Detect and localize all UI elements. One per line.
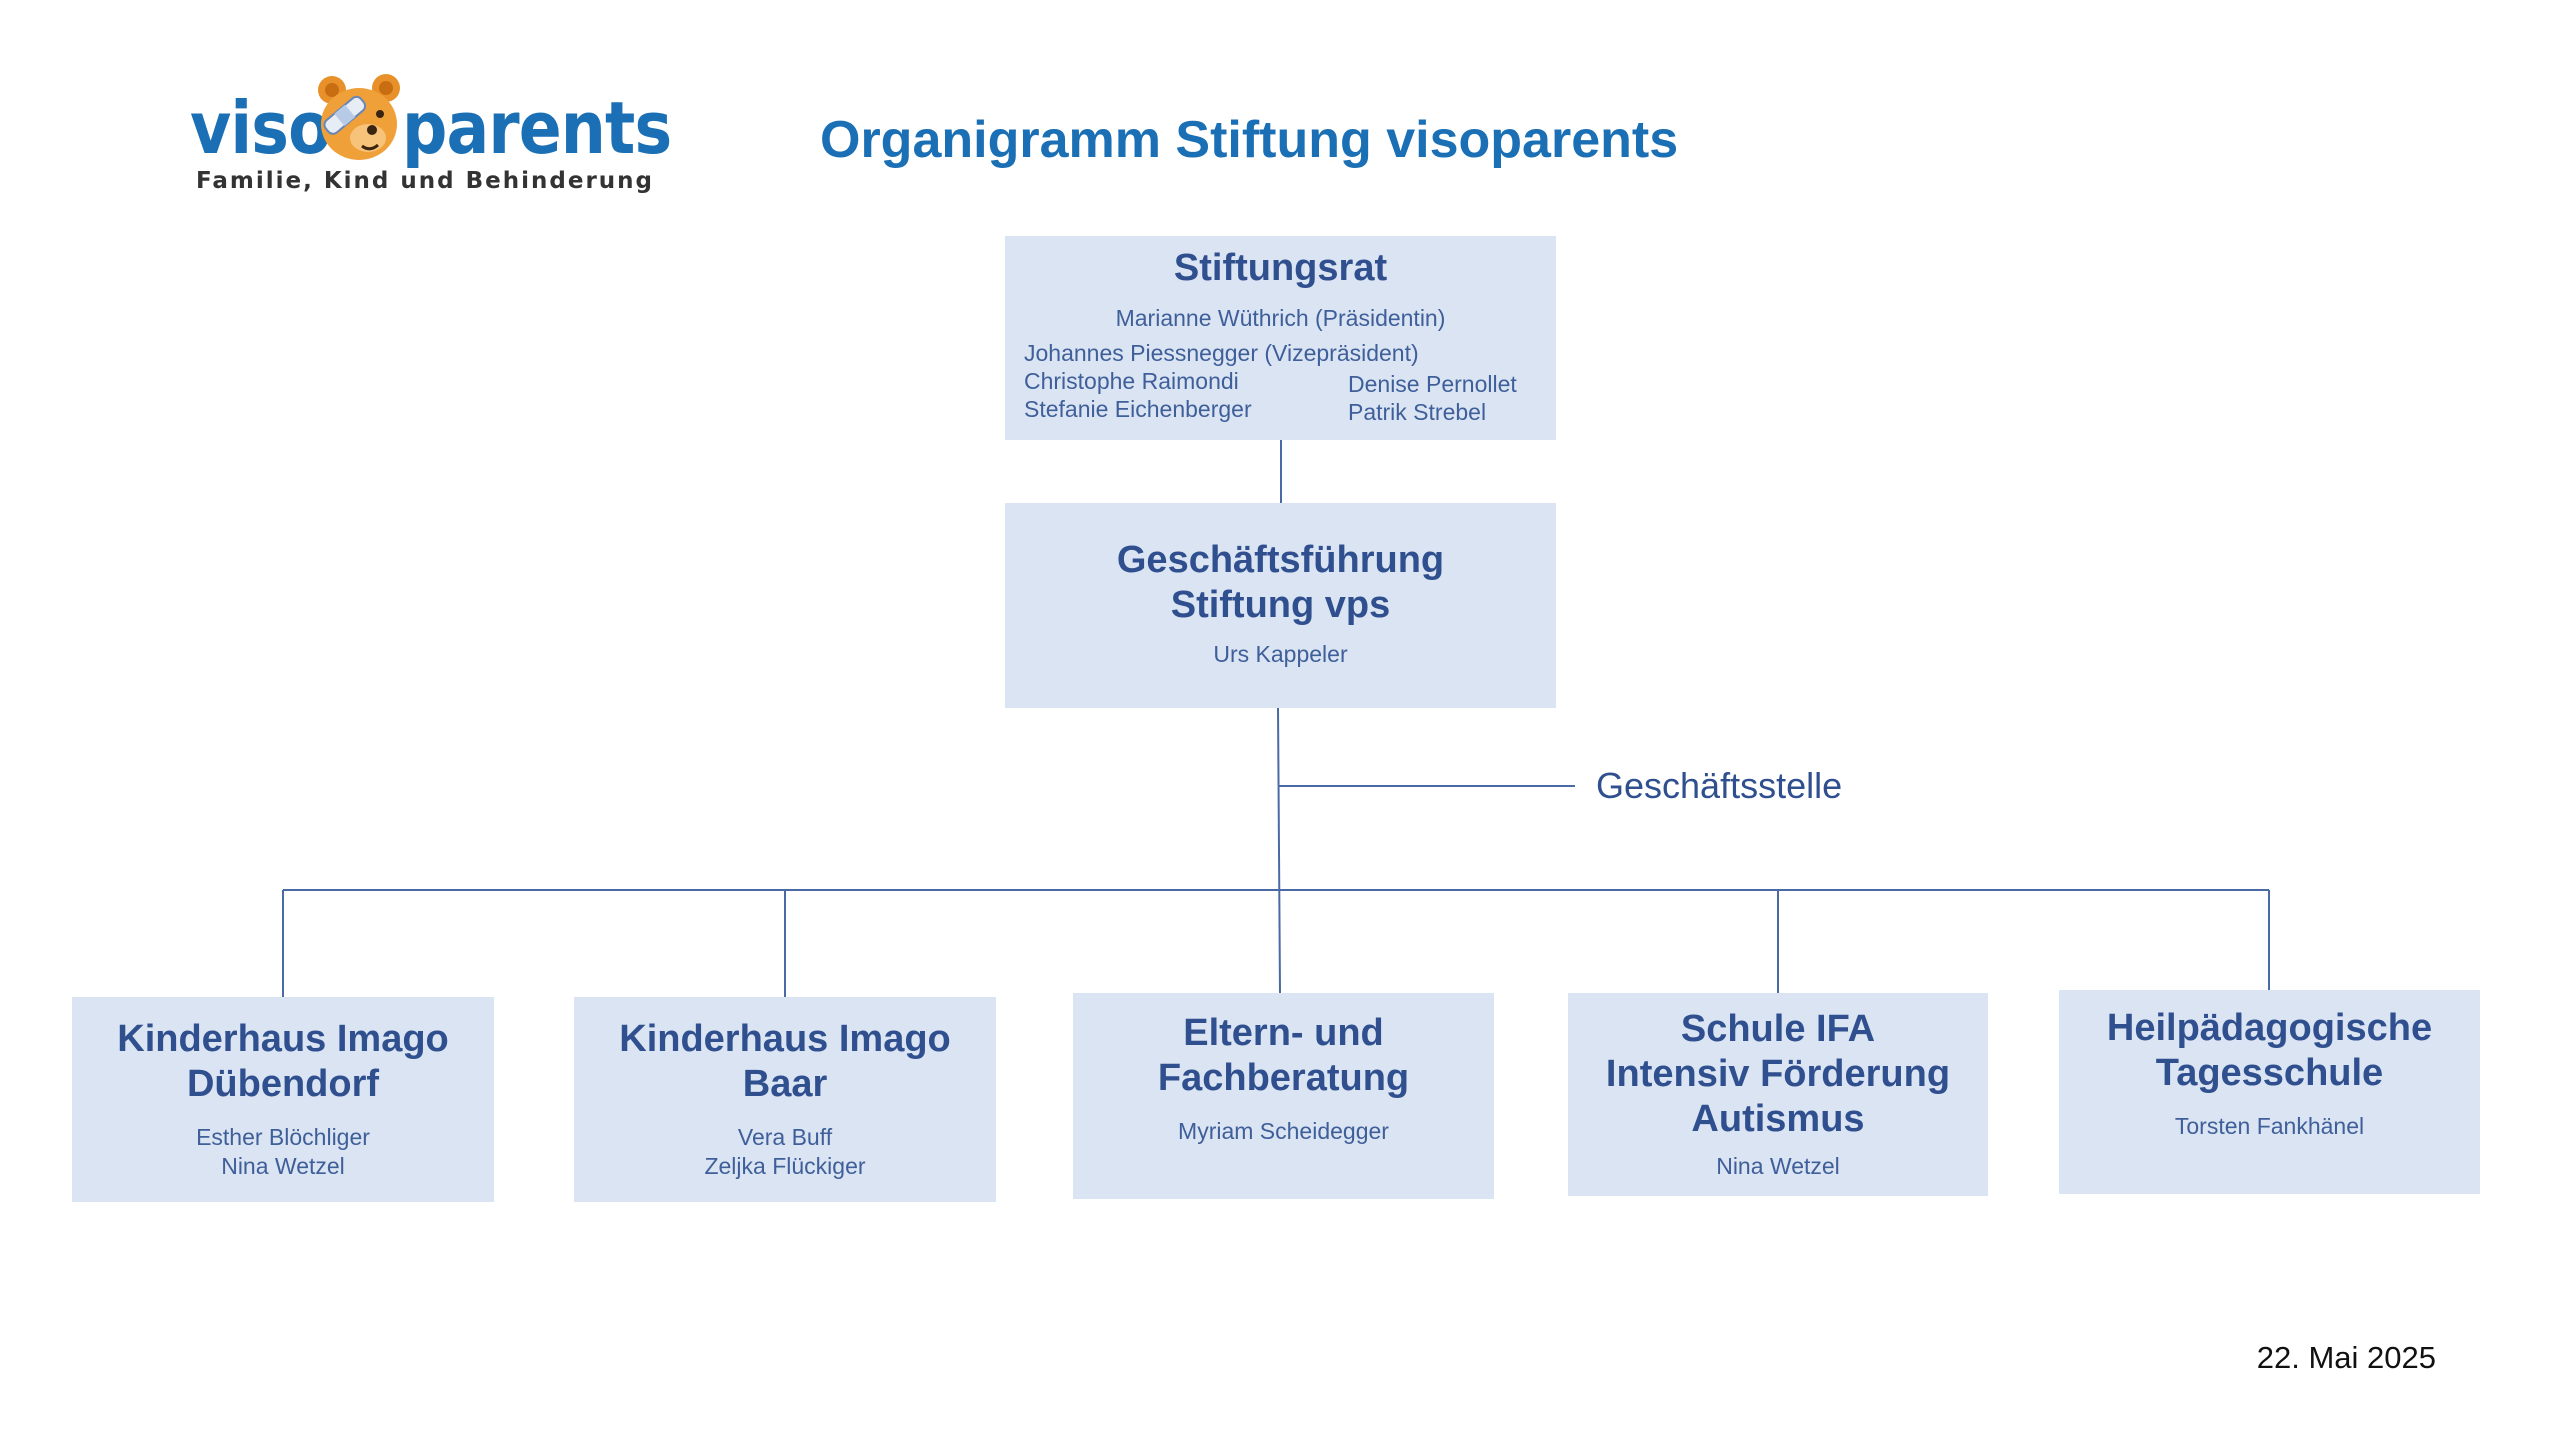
connector-management-branch — [1277, 707, 1281, 994]
unit-box: Heilpädagogische Tagesschule Torsten Fan… — [2059, 990, 2480, 1194]
board-vice-president: Johannes Piessnegger (Vizepräsident) — [1024, 340, 1419, 366]
management-title-line: Stiftung vps — [1170, 584, 1391, 626]
unit-person: Nina Wetzel — [221, 1153, 345, 1179]
board-member: Patrik Strebel — [1348, 399, 1487, 425]
unit-title-line: Tagesschule — [2155, 1052, 2384, 1094]
unit-title-line: Autismus — [1691, 1098, 1865, 1140]
board-box: Stiftungsrat Marianne Wüthrich (Präsiden… — [1005, 236, 1556, 440]
management-name: Urs Kappeler — [1213, 641, 1348, 667]
logo-tagline: Familie, Kind und Behinderung — [196, 168, 654, 194]
management-title-line: Geschäftsführung — [1116, 539, 1445, 581]
unit-person: Torsten Fankhänel — [2174, 1113, 2365, 1139]
unit-box: Kinderhaus Imago Baar Vera Buff Zeljka F… — [574, 997, 996, 1202]
unit-title-line: Kinderhaus Imago — [619, 1018, 951, 1060]
unit-title-line: Intensiv Förderung — [1605, 1053, 1951, 1095]
unit-title-line: Fachberatung — [1157, 1057, 1410, 1099]
unit-title-line: Baar — [742, 1063, 828, 1105]
unit-title-line: Kinderhaus Imago — [117, 1018, 449, 1060]
unit-person: Zeljka Flückiger — [704, 1153, 866, 1179]
board-member: Denise Pernollet — [1348, 371, 1517, 397]
unit-person: Myriam Scheidegger — [1178, 1118, 1389, 1144]
board-president: Marianne Wüthrich (Präsidentin) — [1115, 305, 1446, 331]
page-title: Organigramm Stiftung visoparents — [820, 111, 1679, 169]
board-member: Christophe Raimondi — [1024, 368, 1239, 394]
board-member: Stefanie Eichenberger — [1024, 396, 1252, 422]
bear-icon — [318, 74, 400, 160]
date-label: 22. Mai 2025 — [2256, 1340, 2436, 1375]
visoparents-logo: viso parents Familie, Kind und Behinderu… — [190, 70, 672, 200]
unit-title-line: Dübendorf — [186, 1063, 380, 1105]
unit-title-line: Schule IFA — [1680, 1008, 1876, 1050]
unit-person: Esther Blöchliger — [196, 1124, 370, 1150]
unit-title-line: Eltern- und — [1183, 1012, 1384, 1054]
unit-person: Vera Buff — [737, 1124, 833, 1150]
logo-word-parents: parents — [402, 86, 672, 170]
unit-title-line: Heilpädagogische — [2106, 1007, 2433, 1049]
office-label: Geschäftsstelle — [1596, 765, 1843, 806]
logo-word-viso: viso — [190, 86, 332, 170]
unit-box: Eltern- und Fachberatung Myriam Scheideg… — [1073, 993, 1494, 1199]
board-title: Stiftungsrat — [1173, 247, 1388, 289]
unit-box: Schule IFA Intensiv Förderung Autismus N… — [1568, 993, 1988, 1196]
unit-box: Kinderhaus Imago Dübendorf Esther Blöchl… — [72, 997, 494, 1202]
management-box: Geschäftsführung Stiftung vps Urs Kappel… — [1005, 503, 1556, 708]
unit-person: Nina Wetzel — [1716, 1153, 1840, 1179]
